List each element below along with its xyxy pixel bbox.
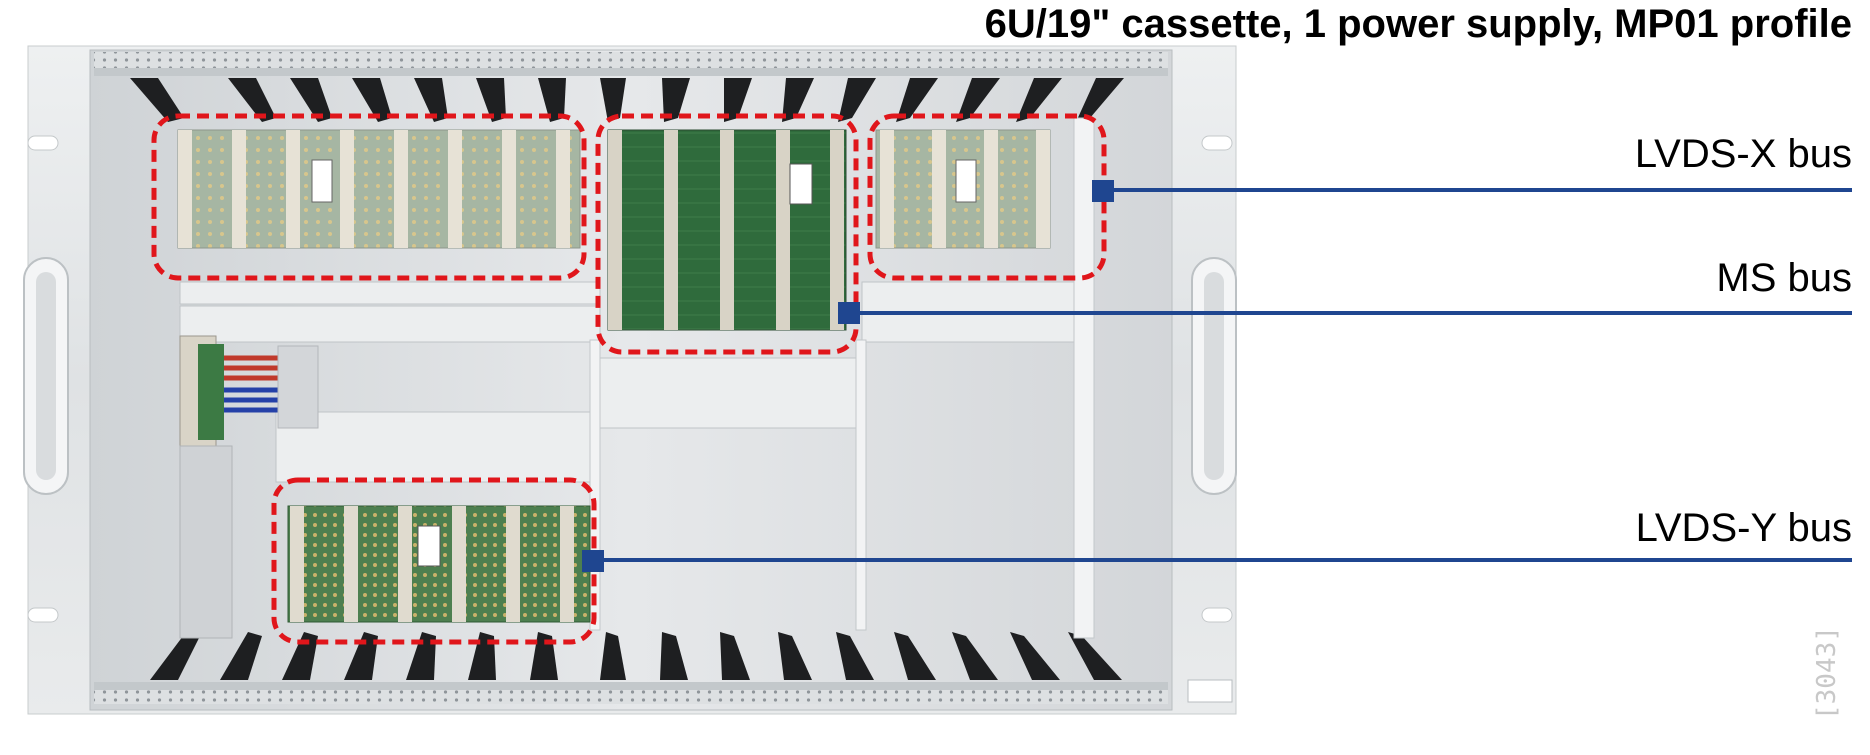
- power-supply-connector: [179, 335, 319, 639]
- lvds-x-backplane-left: [177, 129, 581, 249]
- outline-lvds-x-right: [867, 113, 1107, 281]
- bottom-rail: [94, 679, 1233, 704]
- lvds-y-backplane: [287, 505, 591, 623]
- label-lvds-x-bus: LVDS-X bus: [1634, 132, 1852, 176]
- label-ms-bus: MS bus: [1716, 256, 1852, 300]
- internal-rails: [179, 281, 1085, 483]
- diagram-title: 6U/19" cassette, 1 power supply, MP01 pr…: [984, 2, 1852, 46]
- vertical-dividers: [589, 117, 1095, 639]
- marker-ms: [838, 302, 860, 324]
- label-lvds-y-bus: LVDS-Y bus: [1635, 506, 1852, 550]
- marker-lvds-x: [1092, 180, 1114, 202]
- outline-ms: [595, 113, 859, 355]
- callout-lvds-x: [1092, 180, 1852, 202]
- bottom-card-guides: [150, 632, 1122, 680]
- top-card-guides: [130, 78, 1124, 122]
- callout-ms: [838, 302, 1852, 324]
- top-rail: [94, 52, 1168, 76]
- outline-lvds-x-left: [151, 113, 587, 281]
- marker-lvds-y: [582, 550, 604, 572]
- lvds-x-backplane-right: [875, 129, 1051, 249]
- ms-backplane: [607, 129, 847, 331]
- callout-lvds-y: [582, 550, 1852, 572]
